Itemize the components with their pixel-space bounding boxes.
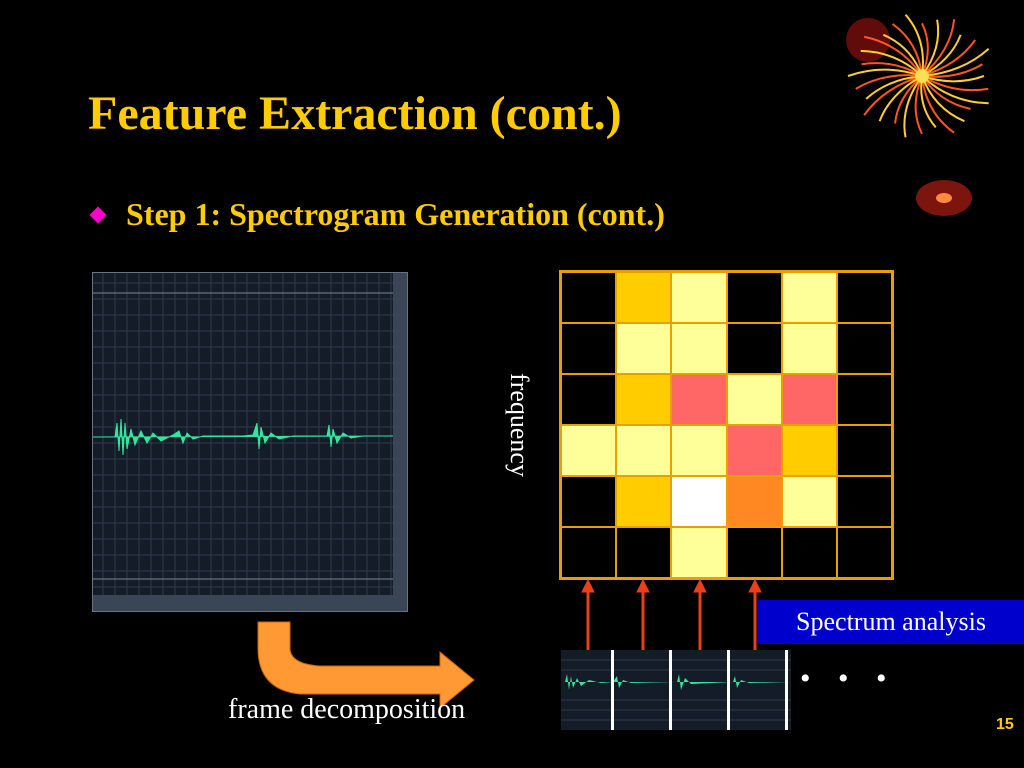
slide-title: Feature Extraction (cont.) xyxy=(88,87,622,140)
waveform-display xyxy=(92,272,408,612)
ellipsis: • • • xyxy=(800,662,897,695)
spectrogram-cell xyxy=(727,375,781,424)
spectrogram-cell xyxy=(782,375,836,424)
spectrogram-cell xyxy=(562,324,616,373)
arrow-up-icon xyxy=(581,578,762,650)
spectrogram-cell xyxy=(727,426,781,475)
spectrogram-cell xyxy=(837,273,891,322)
waveform-signal xyxy=(92,418,394,456)
spectrogram-cell xyxy=(782,477,836,526)
spectrogram-cell xyxy=(672,324,726,373)
waveform-plot xyxy=(92,273,407,611)
spectrogram-cell xyxy=(782,426,836,475)
spectrogram-cell xyxy=(837,324,891,373)
frame-strip xyxy=(561,650,791,730)
spectrogram-cell xyxy=(617,273,671,322)
spectrogram-cell xyxy=(782,528,836,577)
spectrogram-cell xyxy=(782,324,836,373)
spectrogram-cell xyxy=(617,528,671,577)
spectrogram-cell xyxy=(562,528,616,577)
spectrum-analysis-label: Spectrum analysis xyxy=(758,600,1024,644)
spectrogram-cell xyxy=(672,477,726,526)
spectrogram-cell xyxy=(617,324,671,373)
spectrogram-cell xyxy=(562,426,616,475)
frame-decomposition-label: frame decomposition xyxy=(228,694,466,725)
spectrogram-cell xyxy=(617,426,671,475)
spectrogram-cell xyxy=(672,375,726,424)
spectrogram-cell xyxy=(837,375,891,424)
spectrogram-cell xyxy=(672,273,726,322)
page-number: 15 xyxy=(996,716,1014,733)
spectrogram-cell xyxy=(727,477,781,526)
spectrogram-cell xyxy=(782,273,836,322)
spectrogram-cell xyxy=(617,375,671,424)
spectrogram-cell xyxy=(562,273,616,322)
spectrogram-cell xyxy=(672,528,726,577)
spectrogram-grid xyxy=(559,270,894,580)
spectrogram-cell xyxy=(617,477,671,526)
spectrogram-cell xyxy=(837,477,891,526)
spectrogram-cell xyxy=(837,528,891,577)
spectrogram-cell xyxy=(727,324,781,373)
spectrogram-cell xyxy=(562,375,616,424)
spectrogram-cell xyxy=(672,426,726,475)
bullet-text: Step 1: Spectrogram Generation (cont.) xyxy=(126,196,665,232)
spectrogram-cell xyxy=(727,273,781,322)
spectrogram-cell xyxy=(727,528,781,577)
spectrogram-cell xyxy=(562,477,616,526)
spectrogram-cell xyxy=(837,426,891,475)
